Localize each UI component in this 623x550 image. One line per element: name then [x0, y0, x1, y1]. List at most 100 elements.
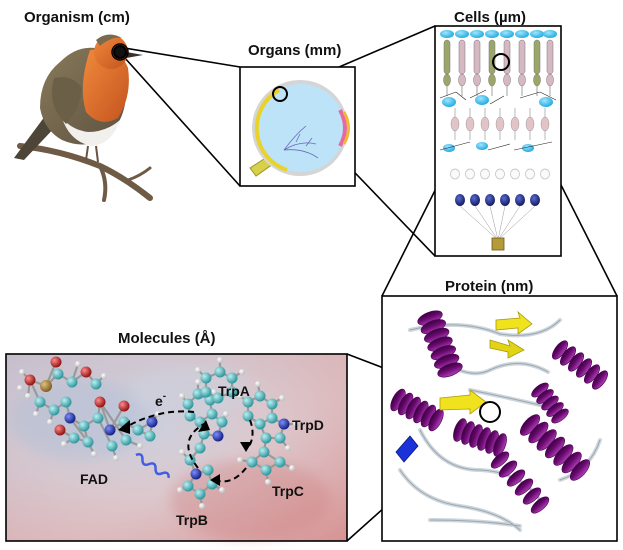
photoreceptor-body: [546, 73, 554, 87]
carbon-atom: [216, 416, 228, 428]
alpha-helix-turn: [498, 460, 518, 478]
carbon-atom: [274, 456, 286, 468]
coil-shade: [429, 519, 521, 527]
hydrogen-atom: [33, 411, 39, 417]
phosphorus-atom: [40, 380, 52, 392]
carbon-atom: [226, 372, 238, 384]
trpD-label: TrpD: [292, 417, 324, 433]
alpha-helix-turn: [530, 496, 550, 514]
carbon-atom: [214, 366, 226, 378]
alpha-helix-turn: [506, 469, 526, 487]
trpB-label: TrpB: [176, 512, 208, 528]
dendrite: [469, 89, 487, 99]
dendrite: [539, 91, 557, 101]
nitrogen-atom: [104, 424, 116, 436]
carbon-atom: [202, 464, 214, 476]
carbon-atom: [106, 440, 118, 452]
dendrite: [439, 141, 471, 151]
interneuron: [495, 168, 505, 180]
photoreceptor: [533, 39, 541, 75]
nitrogen-atom: [64, 412, 76, 424]
carbon-atom: [200, 372, 212, 384]
hydrogen-atom: [223, 411, 229, 417]
carbon-atom: [246, 456, 258, 468]
alpha-helix-turn: [514, 478, 534, 496]
robin-eye-zoom-circle: [113, 45, 127, 59]
hydrogen-atom: [179, 393, 185, 399]
interneuron: [510, 168, 520, 180]
ganglion-axon: [497, 205, 536, 241]
photoreceptor-body: [503, 73, 511, 87]
alpha-helix-turn: [522, 487, 542, 505]
beta-sheet: [495, 310, 533, 335]
carbon-atom: [66, 376, 78, 388]
hydrogen-atom: [239, 369, 245, 375]
photoreceptor: [458, 39, 466, 75]
bipolar-cell: [510, 116, 520, 132]
carbon-atom: [260, 432, 272, 444]
hydrogen-atom: [289, 465, 295, 471]
carbon-atom: [194, 488, 206, 500]
photoreceptor-body: [458, 73, 466, 87]
amacrine-cell: [443, 144, 455, 152]
bipolar-cell: [495, 116, 505, 132]
photoreceptor-cap: [470, 30, 484, 38]
interneuron: [480, 168, 490, 180]
fad-label: FAD: [80, 471, 108, 487]
carbon-atom: [90, 378, 102, 390]
carbon-atom: [206, 408, 218, 420]
oxygen-atom: [54, 424, 66, 436]
ganglion-cell: [485, 194, 495, 206]
beta-sheet: [489, 339, 525, 359]
dendrite: [519, 91, 541, 99]
hydrogen-atom: [195, 379, 201, 385]
hydrogen-atom: [219, 487, 225, 493]
interneuron: [450, 168, 460, 180]
bipolar-cell: [480, 116, 490, 132]
photoreceptor: [443, 39, 451, 75]
horizontal-cell: [475, 95, 489, 105]
carbon-atom: [68, 432, 80, 444]
coil-shade: [399, 469, 521, 531]
ganglion-axon: [459, 205, 499, 241]
carbon-atom: [120, 434, 132, 446]
ganglion-axon: [497, 205, 506, 241]
cells-title: Cells (µm): [454, 9, 526, 26]
carbon-atom: [194, 442, 206, 454]
molecules-title: Molecules (Å): [118, 330, 216, 347]
ganglion-cell: [515, 194, 525, 206]
bipolar-cell: [450, 116, 460, 132]
carbon-atom: [52, 368, 64, 380]
oxygen-atom: [24, 374, 36, 386]
alpha-helix-turn: [493, 433, 507, 457]
bipolar-cell: [540, 116, 550, 132]
organs-panel: [239, 66, 356, 187]
alpha-helix-turn: [437, 362, 463, 378]
photoreceptor: [546, 39, 554, 75]
hydrogen-atom: [265, 479, 271, 485]
protein-title: Protein (nm): [445, 278, 533, 295]
oxygen-atom: [50, 356, 62, 368]
photoreceptor-cap: [515, 30, 529, 38]
protein-zoom-circle: [479, 401, 501, 423]
amacrine-cell: [476, 142, 488, 150]
photoreceptor-cap: [543, 30, 557, 38]
carbon-atom: [242, 410, 254, 422]
nitrogen-atom: [146, 416, 158, 428]
photoreceptor-body: [473, 73, 481, 87]
cell-zoom-circle: [492, 53, 510, 71]
hydrogen-atom: [195, 367, 201, 373]
trpA-label: TrpA: [218, 383, 250, 399]
photoreceptor-body: [488, 73, 496, 87]
alpha-helix-turn: [569, 459, 591, 481]
hydrogen-atom: [199, 503, 205, 509]
carbon-atom: [200, 386, 212, 398]
hydrogen-atom: [179, 449, 185, 455]
alpha-helix-turn: [551, 408, 569, 424]
helix-fragment: [395, 435, 419, 463]
hydrogen-atom: [255, 381, 261, 387]
ganglion-axon: [489, 205, 499, 241]
carbon-atom: [60, 396, 72, 408]
carbon-atom: [226, 386, 238, 398]
